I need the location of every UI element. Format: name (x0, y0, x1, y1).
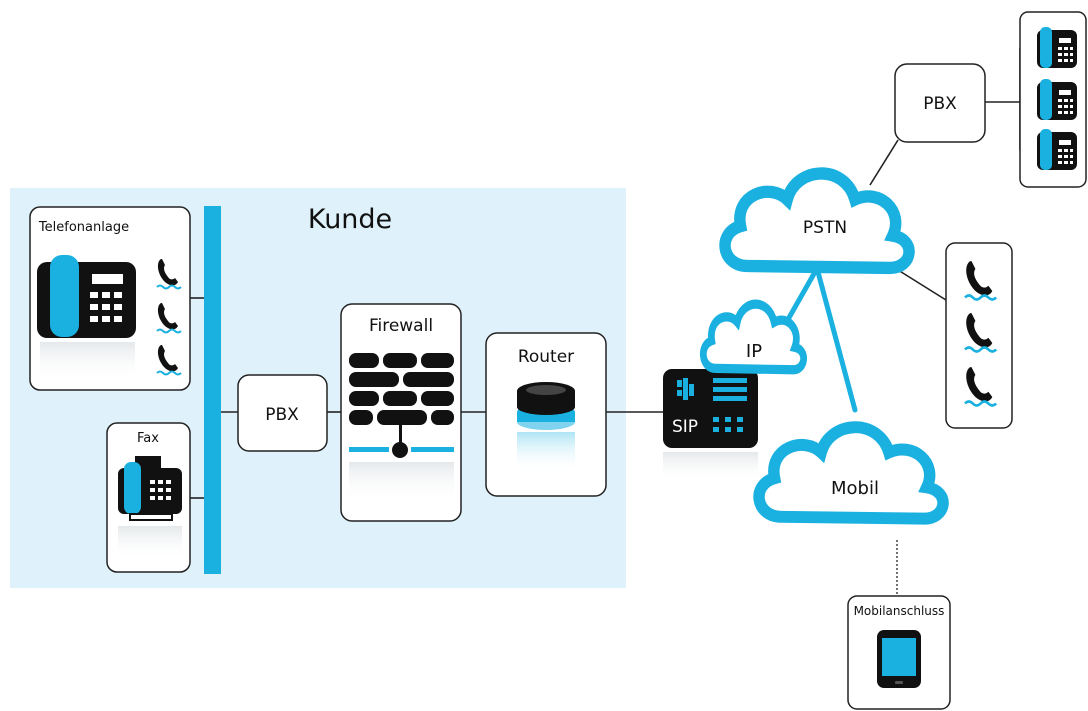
firewall-icon (349, 353, 454, 502)
desk-phone-icon (1037, 129, 1077, 170)
sip-label: SIP (672, 417, 698, 437)
mobilanschluss-label: Mobilanschluss (854, 604, 945, 618)
sip-gateway-icon (677, 378, 747, 432)
remote-phones (1019, 11, 1087, 188)
telefonanlage-node: Telefonanlage (29, 206, 191, 391)
mobilanschluss-node: Mobilanschluss (847, 595, 951, 710)
fax-node: Fax (106, 422, 191, 573)
cloud-icon (759, 427, 943, 518)
desk-phone-icon (1037, 79, 1077, 120)
router-label: Router (518, 347, 574, 367)
fax-icon (118, 456, 182, 560)
sip-node: SIP (663, 369, 758, 482)
mobil-cloud: Mobil (759, 427, 943, 518)
zone-title: Kunde (308, 204, 392, 235)
router-icon (517, 382, 575, 472)
firewall-label: Firewall (369, 316, 433, 336)
smartphone-icon (877, 630, 921, 688)
bus-bar (204, 206, 221, 574)
remote-handsets (945, 242, 1013, 429)
firewall-node: Firewall (340, 303, 462, 522)
pbx-remote-node: PBX (894, 63, 986, 143)
fax-label: Fax (137, 431, 159, 446)
desk-phone-icon (1037, 27, 1077, 68)
telefonanlage-label: Telefonanlage (38, 220, 129, 235)
pstn-label: PSTN (803, 218, 847, 238)
pstn-cloud: PSTN (725, 173, 909, 267)
ip-label: IP (746, 341, 762, 362)
pbx-local-label: PBX (265, 405, 299, 425)
pbx-remote-label: PBX (923, 94, 957, 114)
ip-cloud: IP (703, 304, 803, 370)
router-node: Router (485, 332, 607, 497)
pbx-local-node: PBX (237, 374, 328, 452)
mobil-label: Mobil (831, 478, 879, 499)
desk-phone-icon (37, 255, 136, 382)
